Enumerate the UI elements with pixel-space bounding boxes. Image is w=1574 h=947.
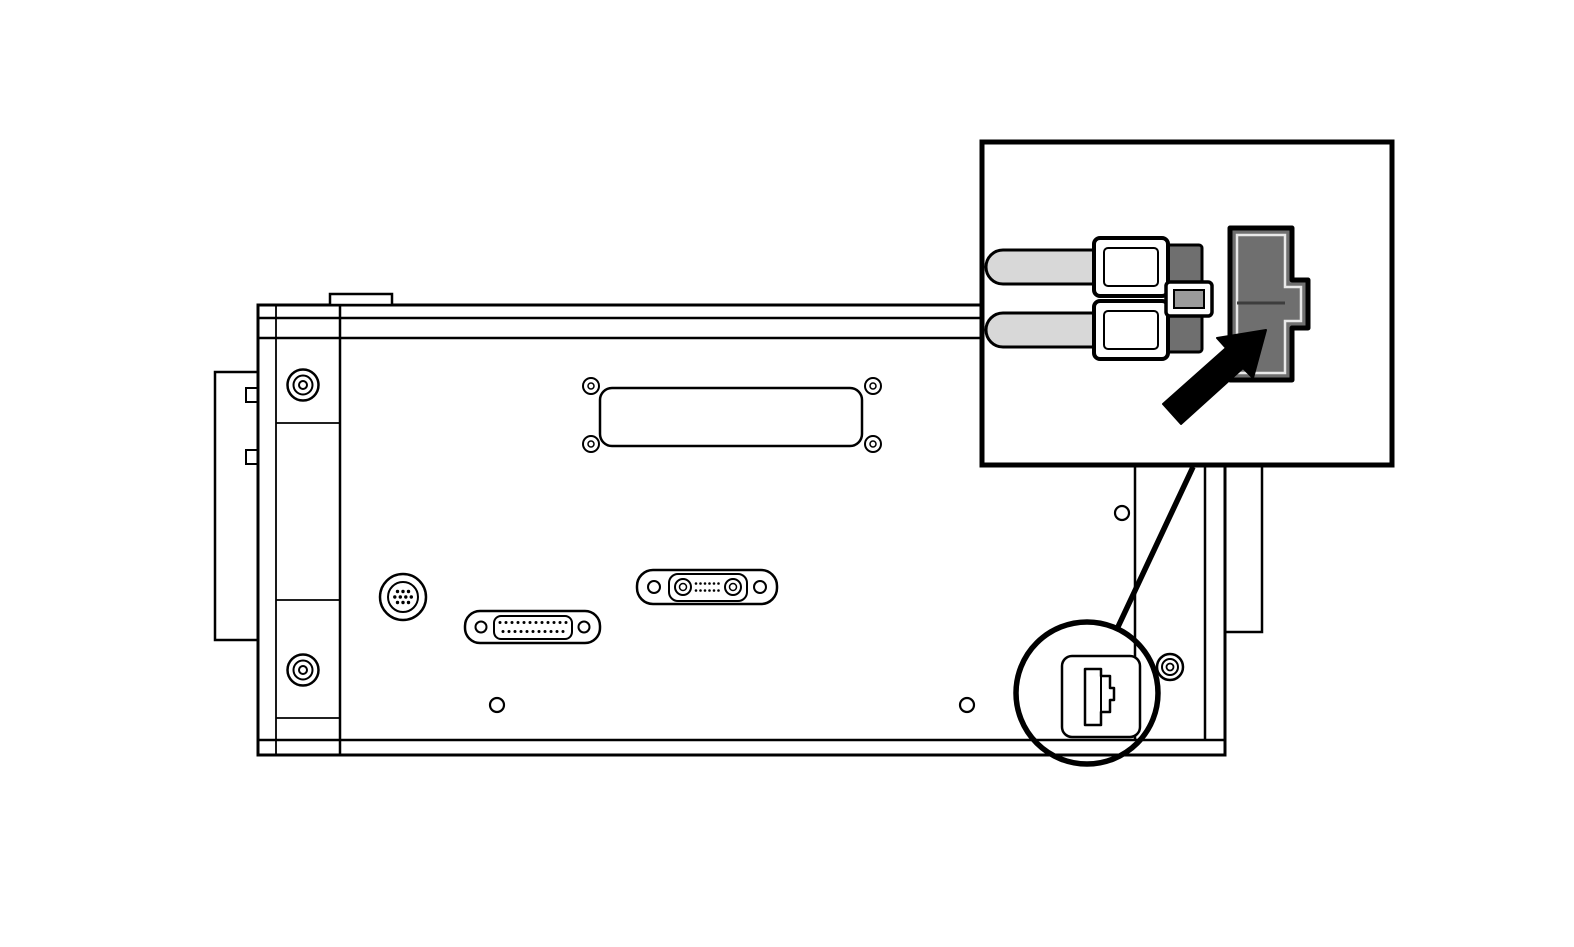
top-edge-tab <box>328 292 394 307</box>
panel-hole <box>958 696 976 714</box>
dsub-connector-b <box>635 568 779 606</box>
plug <box>1092 299 1204 361</box>
panel-hole <box>1113 504 1131 522</box>
latch <box>1164 280 1214 318</box>
cover-plate <box>582 377 882 453</box>
left-protrusion <box>213 370 260 642</box>
panel-hole <box>488 696 506 714</box>
screw <box>1155 652 1185 682</box>
leader-line <box>1114 465 1196 631</box>
plug <box>1092 236 1204 298</box>
right-protrusion <box>1223 463 1264 634</box>
insertion-arrow-icon <box>1162 329 1267 425</box>
connector-pins <box>393 589 413 605</box>
inset-view <box>979 139 1395 468</box>
connector-pins <box>498 621 568 633</box>
screw <box>286 653 320 687</box>
modular-port <box>1060 654 1142 739</box>
connector-pins <box>694 582 720 592</box>
circular-connector <box>378 572 428 622</box>
highlight-circle <box>1013 619 1161 767</box>
callout <box>979 139 1395 767</box>
left-mounting-bracket <box>275 305 342 755</box>
dsub-connector-a <box>463 609 602 645</box>
screw <box>286 368 320 402</box>
